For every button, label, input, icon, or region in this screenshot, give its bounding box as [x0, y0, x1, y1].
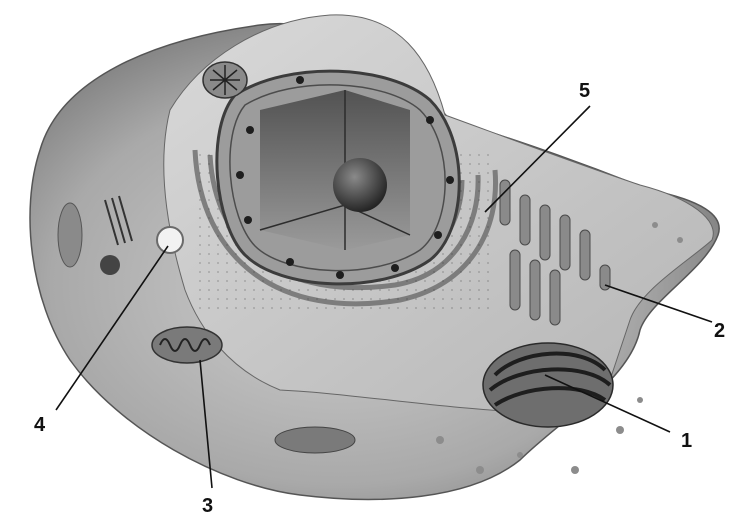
label-5: 5	[579, 80, 590, 102]
nucleolus	[333, 158, 387, 212]
label-2: 2	[714, 320, 725, 342]
mitochondrion-bottom	[275, 427, 355, 453]
label-3: 3	[202, 495, 213, 516]
mitochondrion	[152, 327, 222, 363]
mitochondrion-left	[58, 203, 82, 267]
nucleus-interior	[260, 90, 410, 250]
label-4: 4	[34, 414, 46, 436]
lysosome	[157, 227, 183, 253]
label-1: 1	[681, 430, 692, 452]
centrosome	[100, 255, 120, 275]
golgi-apparatus	[483, 343, 613, 427]
mitochondrion-top	[203, 62, 247, 98]
